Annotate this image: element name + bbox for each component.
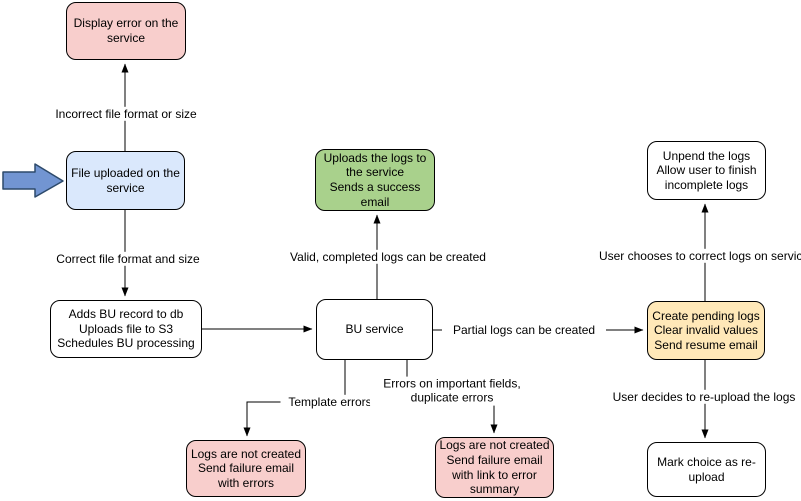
entry-arrow-icon <box>2 163 64 198</box>
node-create-pending-logs: Create pending logs Clear invalid values… <box>647 301 765 360</box>
node-uploads-logs-success: Uploads the logs to the service Sends a … <box>315 149 435 211</box>
edge-label-incorrect-format: Incorrect file format or size <box>39 106 213 122</box>
node-display-error: Display error on the service <box>66 2 186 60</box>
edge-label-user-decides: User decides to re-upload the logs <box>597 389 801 405</box>
node-bu-service: BU service <box>316 299 433 360</box>
edge-label-valid-logs: Valid, completed logs can be created <box>276 249 500 265</box>
edge-label-field-errors: Errors on important fields, duplicate er… <box>370 376 534 406</box>
edge-label-user-chooses: User chooses to correct logs on service <box>587 248 801 264</box>
node-adds-bu-record: Adds BU record to db Uploads file to S3 … <box>50 300 202 358</box>
node-logs-not-created-errors: Logs are not created Send failure email … <box>186 440 306 497</box>
node-unpend-logs: Unpend the logs Allow user to finish inc… <box>647 141 766 200</box>
edge-label-correct-format: Correct file format and size <box>41 251 215 267</box>
edge-label-partial-logs: Partial logs can be created <box>442 322 606 338</box>
node-logs-not-created-summary: Logs are not created Send failure email … <box>435 437 554 498</box>
edge-label-template-errors: Template errors <box>280 394 380 410</box>
node-mark-choice-reupload: Mark choice as re- upload <box>647 442 766 497</box>
node-file-uploaded: File uploaded on the service <box>66 151 185 210</box>
